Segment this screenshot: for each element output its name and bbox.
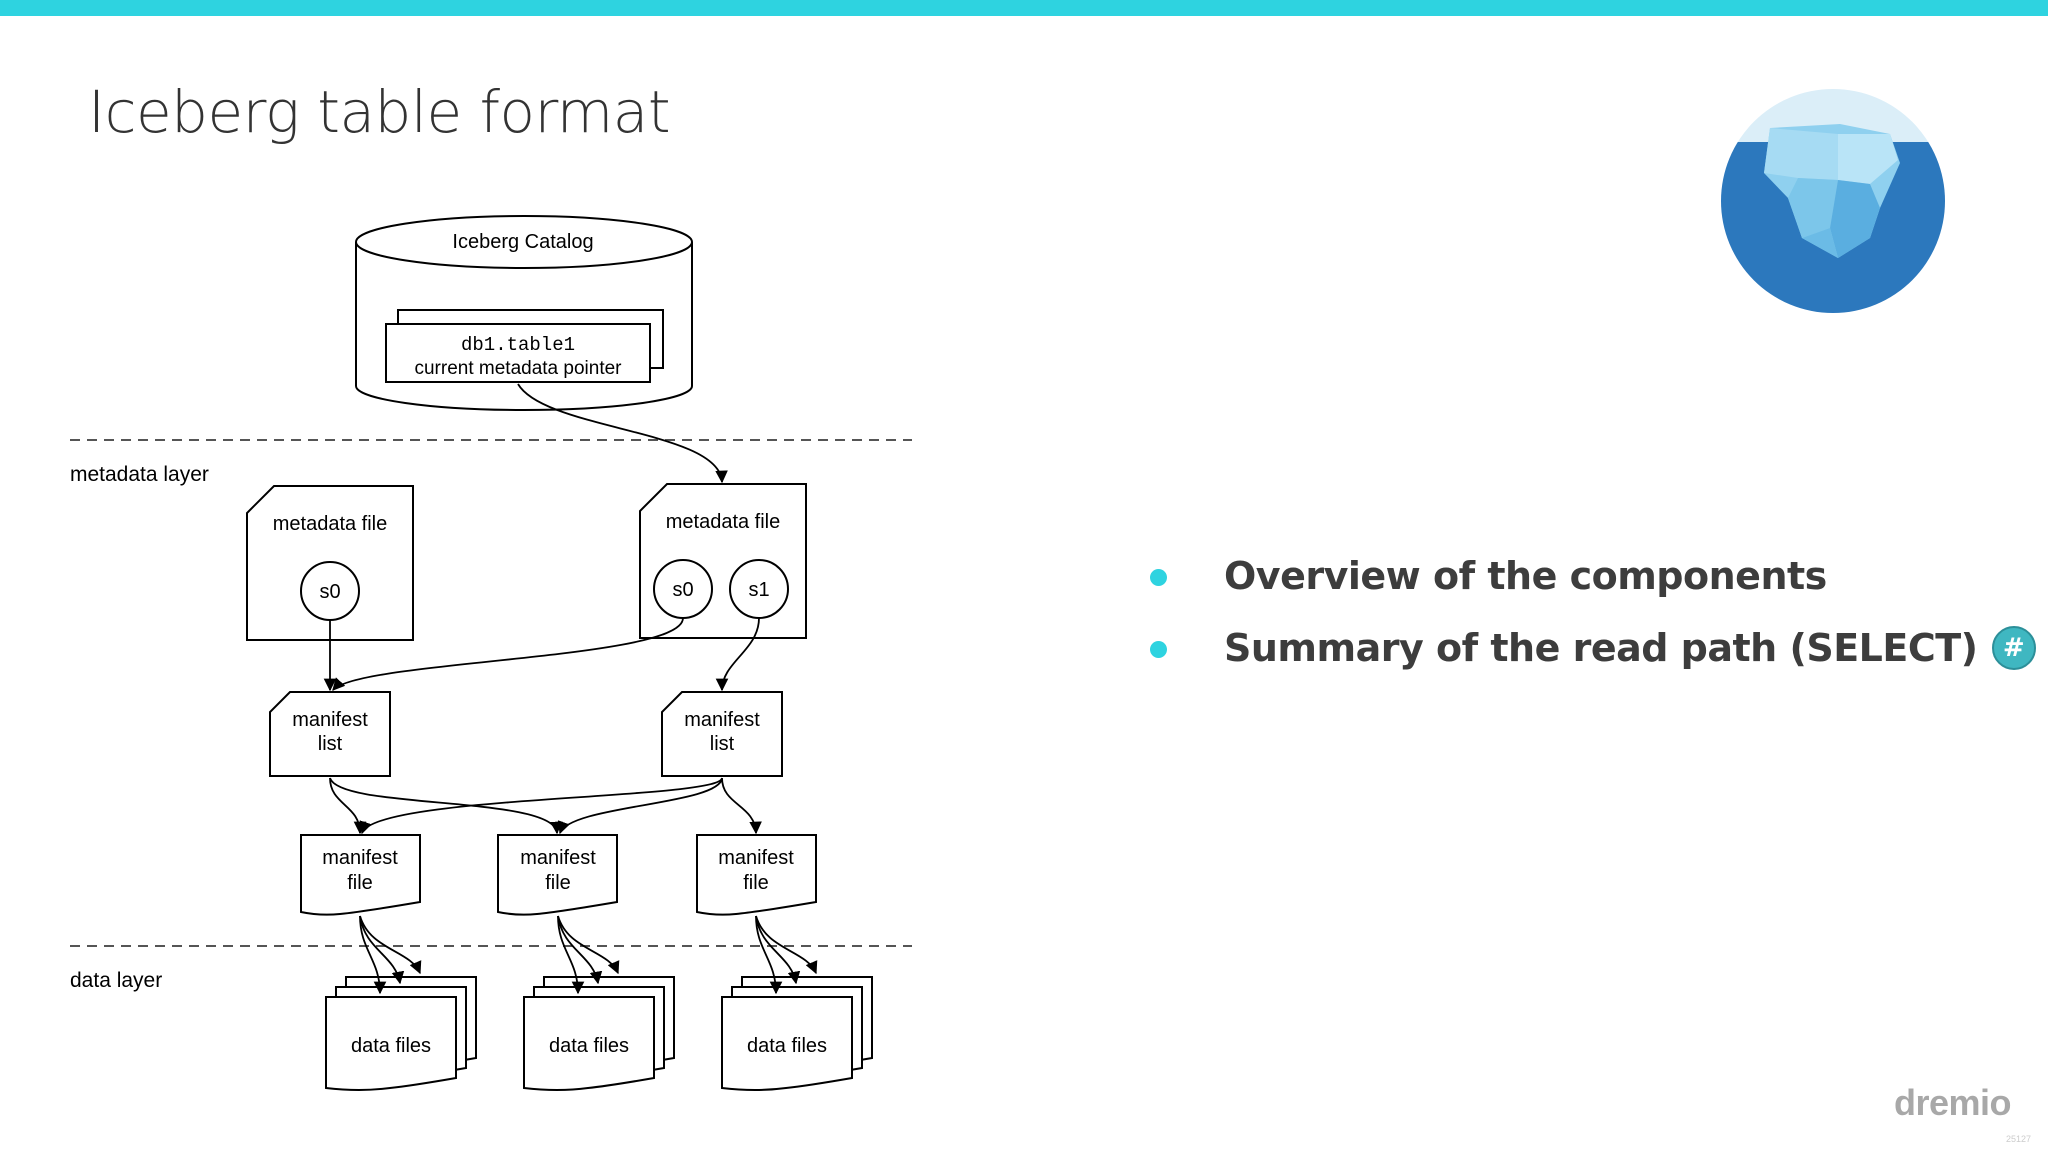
- manifest-list-label: list: [318, 733, 343, 755]
- iceberg-icon: [1721, 89, 1945, 313]
- dremio-logo: dremio: [1894, 1082, 2012, 1123]
- bullet-dot: [1150, 569, 1167, 586]
- arrow-s0b-to-manifest-list: [332, 617, 684, 691]
- bullet-text: Overview of the components: [1224, 554, 1827, 598]
- arrow-manifest-to-data: [557, 915, 603, 985]
- manifest-list-label: manifest: [684, 709, 760, 731]
- arrow-manifest-to-data: [755, 915, 818, 975]
- bullet-item: Overview of the components: [1150, 540, 2036, 612]
- pointer-card: [385, 323, 651, 383]
- arrow-manifest-to-data: [755, 915, 801, 985]
- hash-badge[interactable]: #: [1991, 626, 2036, 670]
- bullet-item: Summary of the read path (SELECT) #: [1150, 612, 2036, 684]
- snapshot-label: s1: [748, 579, 769, 601]
- arrow-manifest-to-data: [359, 915, 387, 995]
- manifest-file-label: manifest: [322, 847, 398, 869]
- slide-title: Iceberg table format: [88, 78, 671, 146]
- arrow-list-to-manifest: [721, 777, 762, 835]
- bullet-dot: [1150, 641, 1167, 658]
- data-layer-label: data layer: [70, 969, 162, 992]
- top-accent-bar: [0, 0, 2048, 16]
- arrow-manifest-to-data: [359, 915, 405, 985]
- slide-number: 25127: [2006, 1134, 2032, 1144]
- arrow-list-to-manifest: [359, 777, 723, 835]
- data-files-stack-1: data files: [325, 976, 477, 1091]
- arrow-manifest-to-data: [755, 915, 783, 995]
- data-files-label: data files: [549, 1035, 629, 1057]
- arrow-manifest-to-data: [557, 915, 620, 975]
- manifest-file-label: file: [743, 872, 769, 894]
- snapshot-label: s0: [672, 579, 693, 601]
- manifest-file-1: manifest file: [300, 834, 421, 916]
- metadata-file-label: metadata file: [666, 511, 781, 533]
- metadata-layer-label: metadata layer: [70, 463, 209, 486]
- arrow-list-to-manifest: [329, 777, 367, 835]
- diagram-arrows: [323, 383, 818, 995]
- metadata-file-2: metadata file s0 s1: [639, 483, 807, 639]
- arrow-manifest-to-data: [359, 915, 422, 975]
- catalog-title: Iceberg Catalog: [452, 231, 593, 253]
- metadata-file-label: metadata file: [273, 513, 388, 535]
- data-files-label: data files: [747, 1035, 827, 1057]
- manifest-list-label: manifest: [292, 709, 368, 731]
- arrow-list-to-manifest: [557, 777, 723, 835]
- manifest-list-2: manifest list: [661, 691, 783, 777]
- arrow-pointer-to-metadata: [517, 383, 728, 484]
- manifest-file-label: manifest: [718, 847, 794, 869]
- data-files-label: data files: [351, 1035, 431, 1057]
- arrow-manifest-to-data: [557, 915, 585, 995]
- manifest-list-label: list: [710, 733, 735, 755]
- data-files-stack-2: data files: [523, 976, 675, 1091]
- manifest-file-label: file: [545, 872, 571, 894]
- manifest-file-label: manifest: [520, 847, 596, 869]
- metadata-file-1: metadata file s0: [246, 485, 414, 641]
- pointer-label: current metadata pointer: [414, 358, 622, 379]
- bullet-text: Summary of the read path (SELECT): [1224, 626, 1978, 670]
- manifest-list-1: manifest list: [269, 691, 391, 777]
- snapshot-label: s0: [319, 581, 340, 603]
- table-name: db1.table1: [461, 334, 575, 356]
- data-files-stack-3: data files: [721, 976, 873, 1091]
- manifest-file-label: file: [347, 872, 373, 894]
- bullet-list: Overview of the components Summary of th…: [1150, 540, 2036, 684]
- manifest-file-3: manifest file: [696, 834, 817, 916]
- arrow-s1-to-manifest-list: [715, 617, 760, 692]
- arrow-list-to-manifest: [329, 777, 563, 835]
- iceberg-catalog: Iceberg Catalog db1.table1 current metad…: [355, 215, 693, 411]
- manifest-file-2: manifest file: [497, 834, 618, 916]
